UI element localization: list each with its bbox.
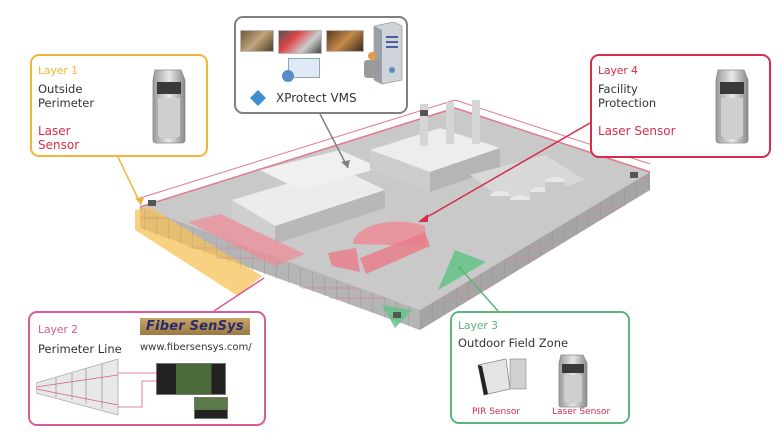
video-monitor-icon xyxy=(240,30,274,52)
layer3-sensor-label-pir: PIR Sensor xyxy=(472,407,521,417)
vms-label: XProtect VMS xyxy=(276,91,357,105)
laser-sensor-icon xyxy=(558,354,588,408)
fiber-sensys-url[interactable]: www.fibersensys.com/ xyxy=(140,342,252,353)
layer3-title: Layer 3 xyxy=(458,319,498,332)
layer2-desc: Perimeter Line xyxy=(38,342,122,356)
connector-layer2 xyxy=(213,277,265,312)
fence-front-left xyxy=(245,248,420,330)
layer3-sensor-label-laser: Laser Sensor xyxy=(552,407,611,417)
fence-back-right xyxy=(454,107,651,173)
layer4-desc-line2: Protection xyxy=(598,96,657,110)
layer2-title: Layer 2 xyxy=(38,323,78,336)
layer3-callout: Layer 3 Outdoor Field Zone PIR Sensor La… xyxy=(450,311,630,424)
storage-tanks xyxy=(470,155,585,216)
site-ground xyxy=(140,108,650,310)
camera-icon xyxy=(420,110,428,116)
user-icon xyxy=(282,70,294,82)
layer4-zone-wall-left xyxy=(328,248,360,272)
milestone-logo-icon xyxy=(250,90,266,106)
laser-sensor-icon xyxy=(152,69,186,144)
fiber-sensys-logo: Fiber SenSys xyxy=(140,318,250,335)
chimney xyxy=(420,104,428,146)
circuit-card-icon xyxy=(194,397,228,419)
camera-icon xyxy=(148,200,156,206)
layer4-sensor: Laser Sensor xyxy=(598,124,676,138)
vms-callout: XProtect VMS xyxy=(234,16,408,114)
fence-right xyxy=(420,172,650,330)
layer2-callout: Layer 2 Perimeter Line Fiber SenSys www.… xyxy=(28,311,266,426)
camera-icon xyxy=(630,172,638,178)
layer1-sensor-line2: Sensor xyxy=(38,138,80,152)
server-tower-icon xyxy=(364,22,403,85)
layer1-callout: Layer 1 Outside Perimeter Laser Sensor xyxy=(30,54,208,157)
layer4-zone-wall-right xyxy=(360,232,430,274)
warehouse-building xyxy=(232,150,385,244)
layer4-callout: Layer 4 Facility Protection Laser Sensor xyxy=(590,54,771,158)
fence-back-left-top xyxy=(139,99,456,199)
connector-layer3 xyxy=(458,266,499,312)
chimney xyxy=(446,102,454,144)
layer1-desc-line1: Outside xyxy=(38,82,83,96)
layer1-fence xyxy=(140,207,245,270)
connector-lines xyxy=(118,372,156,408)
layer4-desc-line1: Facility xyxy=(598,82,638,96)
factory-building xyxy=(370,100,500,192)
pir-sensor-icon xyxy=(477,358,527,396)
camera-icon xyxy=(393,312,401,318)
layer1-sensor-line1: Laser xyxy=(38,124,71,138)
fence-back-left xyxy=(139,107,456,208)
fence-perspective-icon xyxy=(36,359,119,415)
layer1-title: Layer 1 xyxy=(38,64,78,77)
connector-vms xyxy=(319,113,350,169)
video-monitor-icon xyxy=(278,30,322,54)
layer1-desc-line2: Perimeter xyxy=(38,96,95,110)
connector-layer4 xyxy=(418,122,591,222)
workstation-icon xyxy=(288,58,320,78)
chimney xyxy=(472,100,480,144)
layer2-detection-zone xyxy=(188,214,305,266)
layer3-desc: Outdoor Field Zone xyxy=(458,336,569,350)
layer4-title: Layer 4 xyxy=(598,64,638,77)
rack-controller-icon xyxy=(156,363,226,395)
connector-layer1 xyxy=(117,156,144,206)
video-monitor-icon xyxy=(326,30,364,52)
laser-sensor-icon xyxy=(715,69,749,144)
